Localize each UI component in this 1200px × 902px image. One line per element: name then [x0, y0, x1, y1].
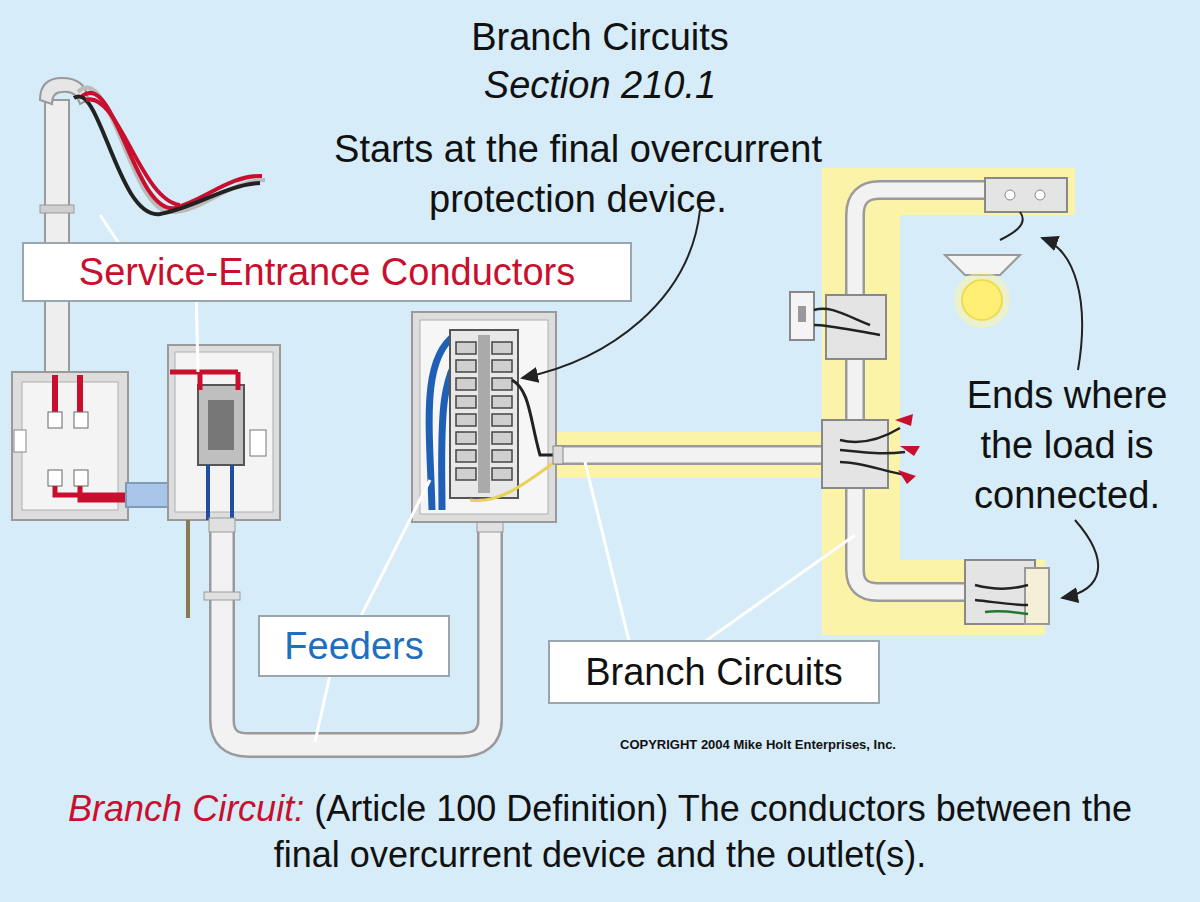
label-box: Service-Entrance Conductors [22, 242, 632, 302]
term-label: Branch Circuit: [68, 788, 304, 829]
copyright-notice: COPYRIGHT 2004 Mike Holt Enterprises, In… [620, 737, 1050, 753]
receptacle-outlet [965, 560, 1049, 624]
ground-rod [186, 520, 190, 618]
diagram-caption: (Article 100 Definition) The conductors … [274, 788, 1132, 875]
junction-box [822, 414, 920, 488]
feeder-conduit [204, 518, 503, 745]
service-mast [40, 78, 88, 375]
service-drop-wires [74, 88, 265, 215]
diagram-title: Branch Circuits [350, 14, 850, 60]
ceiling-light [945, 178, 1067, 328]
section-reference: Section 210.1 [350, 62, 850, 108]
panelboard [412, 312, 560, 522]
service-disconnect [168, 345, 280, 520]
box-label: Service-Entrance Conductors [79, 251, 575, 294]
switch-box [790, 292, 886, 359]
box-label: Branch Circuits [585, 651, 843, 694]
label-box: Feeders [258, 615, 450, 677]
callout-note: Starts at the final overcurrent protecti… [278, 124, 878, 224]
nipple-conduit [126, 483, 172, 507]
meter-enclosure [12, 372, 130, 520]
callout-note: Ends where the load is connected. [942, 370, 1192, 520]
label-box: Branch Circuits [548, 640, 880, 704]
box-label: Feeders [284, 625, 423, 668]
caption-line: Branch Circuit:(Article 100 Definition) … [60, 786, 1140, 878]
